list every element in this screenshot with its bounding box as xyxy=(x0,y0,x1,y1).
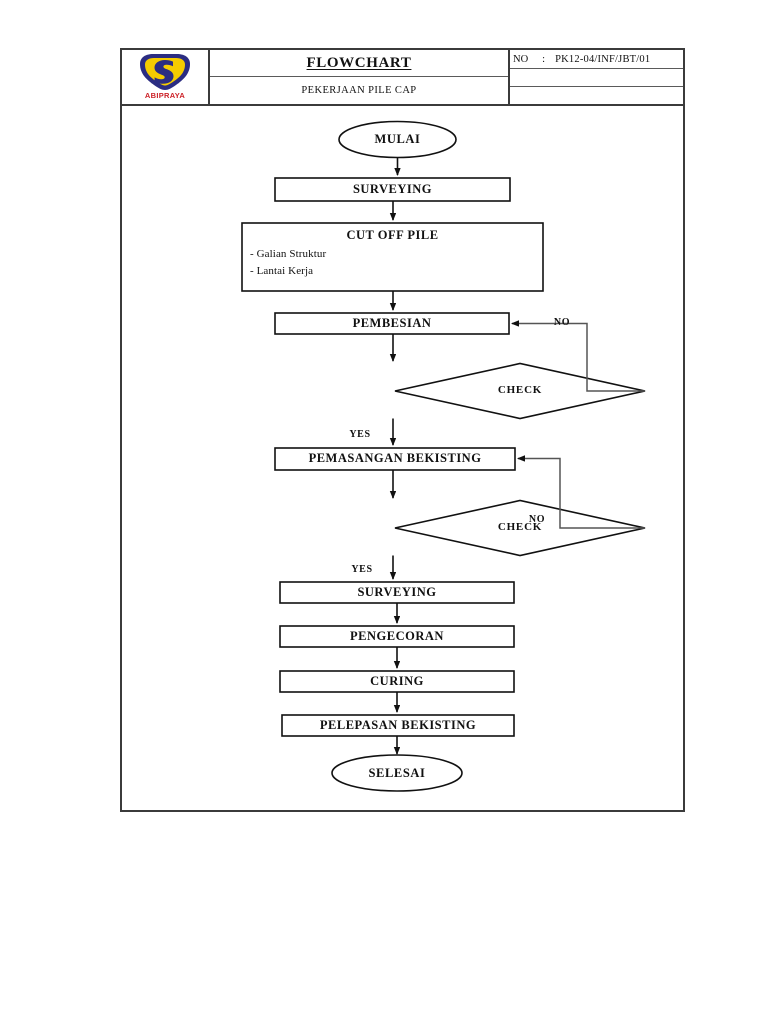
document-number-cell: NO : PK12-04/INF/JBT/01 xyxy=(510,50,683,106)
node-surveying-2-shape xyxy=(279,581,515,604)
edge-check-2-no-loop xyxy=(517,455,645,529)
title-block-table: ABIPRAYA FLOWCHART PEKERJAAN PILE CAP NO… xyxy=(122,50,683,106)
subtitle-row: PEKERJAAN PILE CAP xyxy=(210,77,508,104)
edge-check-1-no-loop xyxy=(511,320,645,392)
node-pelepasan-bekisting-shape xyxy=(281,714,515,737)
document-number-row: NO : PK12-04/INF/JBT/01 xyxy=(510,50,683,70)
document-number-value: PK12-04/INF/JBT/01 xyxy=(555,53,651,65)
node-end-shape xyxy=(331,754,463,792)
document-number-empty-row-1 xyxy=(510,69,683,87)
node-pemasangan-bekisting-shape xyxy=(274,447,516,471)
abipraya-logo-icon: ABIPRAYA xyxy=(134,52,196,100)
flowchart-canvas: MULAI SURVEYING CUT OFF PILE - Galian St… xyxy=(122,50,683,810)
document-frame: ABIPRAYA FLOWCHART PEKERJAAN PILE CAP NO… xyxy=(120,48,685,812)
page-subtitle: PEKERJAAN PILE CAP xyxy=(301,85,417,96)
node-start-shape xyxy=(338,120,457,159)
flowchart-shapes xyxy=(241,120,646,792)
logo-cell: ABIPRAYA xyxy=(122,50,210,106)
page-title: FLOWCHART xyxy=(306,54,412,71)
node-pengecoran-shape xyxy=(279,625,515,648)
title-row: FLOWCHART xyxy=(210,50,508,78)
node-cut-off-pile-shape xyxy=(241,222,544,292)
document-number-colon: : xyxy=(542,53,546,65)
node-pembesian-shape xyxy=(274,312,510,335)
logo-wordmark: ABIPRAYA xyxy=(144,91,186,100)
title-cell: FLOWCHART PEKERJAAN PILE CAP xyxy=(210,50,510,106)
node-curing-shape xyxy=(279,670,515,693)
node-surveying-1-shape xyxy=(274,177,511,202)
document-number-label: NO xyxy=(513,53,529,65)
